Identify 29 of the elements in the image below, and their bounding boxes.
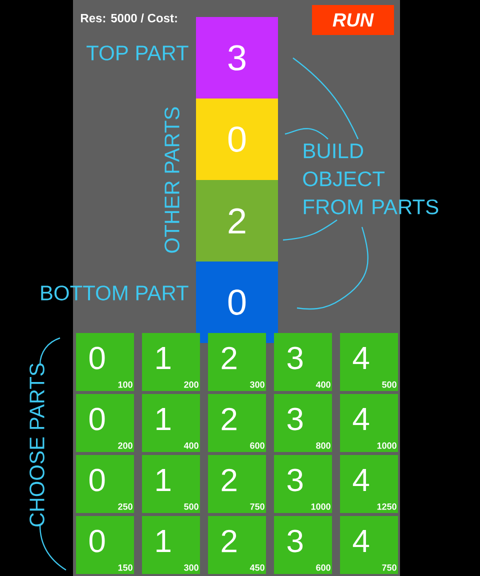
part-tile: 0 250 (76, 455, 134, 513)
annotation-text: CHOOSE PARTS (30, 364, 44, 526)
status-text: Res: 5000 / Cost: (81, 14, 177, 22)
annotation-text: OTHER PARTS (164, 107, 180, 253)
part-block: 0 (196, 98, 278, 180)
part-tile: 1 300 (142, 516, 200, 574)
part-tile: 1 500 (142, 455, 200, 513)
part-tile: 0 150 (76, 516, 134, 574)
part-tile: 2 600 (208, 394, 266, 452)
part-tile: 3 600 (274, 516, 332, 574)
part-label: TOP PART (86, 46, 188, 60)
annotation-text: BUILD OBJECT FROM PARTS (303, 144, 438, 214)
part-tile: 3 800 (274, 394, 332, 452)
part-tile: 4 750 (340, 516, 398, 574)
part-tile: 2 450 (208, 516, 266, 574)
part-block: 2 (196, 180, 278, 262)
part-tile: 1 200 (142, 333, 200, 391)
part-tile: 0 200 (76, 394, 134, 452)
part-tile: 1 400 (142, 394, 200, 452)
part-tile: 2 750 (208, 455, 266, 513)
part-block: 3 (196, 17, 278, 99)
part-tile: 0 100 (76, 333, 134, 391)
part-tile: 4 1000 (340, 394, 398, 452)
part-tile: 3 1000 (274, 455, 332, 513)
part-tile: 3 400 (274, 333, 332, 391)
part-tile: 4 500 (340, 333, 398, 391)
part-tile: 4 1250 (340, 455, 398, 513)
part-tile: 2 300 (208, 333, 266, 391)
run-button: RUN (312, 5, 394, 35)
